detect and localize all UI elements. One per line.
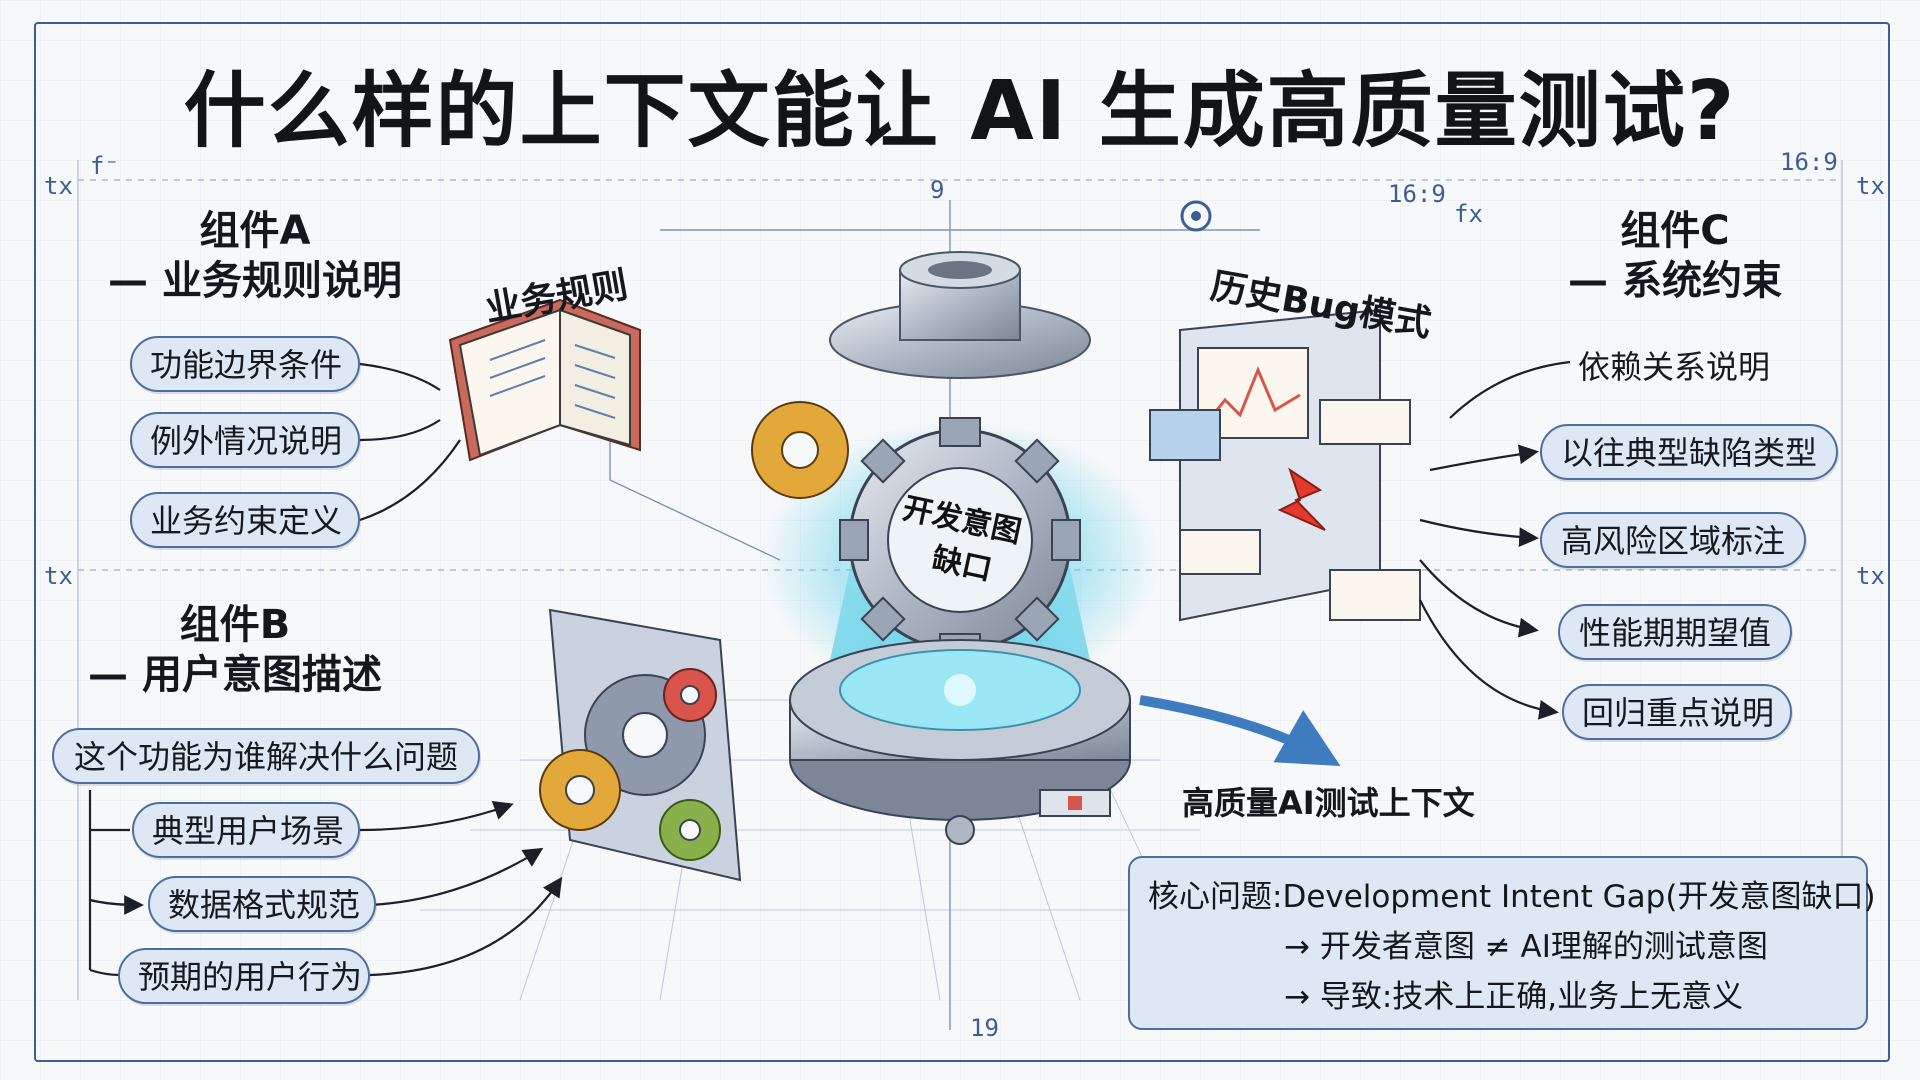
tx-annotation-left-mid: tx — [44, 562, 73, 590]
component-c-item-regression: 回归重点说明 — [1562, 684, 1792, 740]
bug-history-panel — [1149, 308, 1421, 622]
component-b-item-behavior: 预期的用户行为 — [118, 948, 370, 1004]
gear-icon — [1180, 200, 1212, 232]
top-flange-illustration — [829, 251, 1091, 379]
page-title: 什么样的上下文能让 AI 生成高质量测试? — [183, 64, 1737, 159]
ratio-annotation-mid: 16:9 — [1388, 180, 1446, 208]
output-arrow — [1139, 695, 1341, 766]
tx-annotation-right-mid: tx — [1856, 562, 1885, 590]
component-c-subtitle: — 系统约束 — [1568, 258, 1782, 304]
component-c-heading: 组件C — 系统约束 — [1510, 206, 1840, 306]
base-platform — [789, 639, 1131, 845]
intent-gap-gear — [839, 417, 1081, 663]
axis-label-top: 9 — [930, 176, 945, 204]
ratio-annotation-top: 16:9 — [1780, 148, 1838, 176]
book-illustration — [448, 298, 641, 462]
core-issue-box: 核心问题:Development Intent Gap(开发意图缺口) → 开发… — [1128, 856, 1876, 1030]
core-issue-line1: 核心问题:Development Intent Gap(开发意图缺口) — [1148, 879, 1876, 915]
component-b-title: 组件B — [179, 602, 291, 648]
page-frame — [34, 22, 1890, 1062]
component-c-item-performance: 性能期期望值 — [1558, 604, 1792, 660]
tx-annotation-left: tx — [44, 172, 73, 200]
component-a-item-constraints: 业务约束定义 — [130, 492, 360, 548]
component-b-subtitle: — 用户意图描述 — [88, 652, 382, 698]
component-c-title: 组件C — [1620, 208, 1730, 254]
component-b-item-format: 数据格式规范 — [148, 876, 376, 932]
component-c-item-defects: 以往典型缺陷类型 — [1540, 424, 1838, 480]
gear-yellow-top — [751, 401, 849, 499]
fx-annotation-right: fx — [1454, 200, 1483, 228]
axis-label-bottom: 19 — [970, 1014, 999, 1042]
component-a-title: 组件A — [199, 208, 311, 254]
connectors-c — [1419, 360, 1571, 720]
component-a-item-exceptions: 例外情况说明 — [130, 412, 360, 468]
component-c-item-dependencies: 依赖关系说明 — [1578, 348, 1771, 386]
component-a-item-boundary: 功能边界条件 — [130, 336, 360, 392]
fx-annotation-left: f⁻ — [90, 152, 119, 180]
core-issue-line3: → 导致:技术上正确,业务上无意义 — [1284, 979, 1744, 1015]
machine-panel-left — [539, 608, 742, 882]
component-a-heading: 组件A — 业务规则说明 — [90, 206, 420, 306]
component-b-heading: 组件B — 用户意图描述 — [70, 600, 400, 700]
tx-annotation-right: tx — [1856, 172, 1885, 200]
component-c-item-risk: 高风险区域标注 — [1540, 512, 1806, 568]
connectors-b — [88, 790, 563, 977]
component-b-item-purpose: 这个功能为谁解决什么问题 — [52, 728, 480, 784]
core-issue-line2: → 开发者意图 ≠ AI理解的测试意图 — [1284, 929, 1768, 965]
component-b-item-scenarios: 典型用户场景 — [132, 802, 360, 858]
component-a-subtitle: — 业务规则说明 — [108, 258, 402, 304]
connectors-a — [359, 362, 461, 522]
output-label: 高质量AI测试上下文 — [1182, 784, 1475, 822]
